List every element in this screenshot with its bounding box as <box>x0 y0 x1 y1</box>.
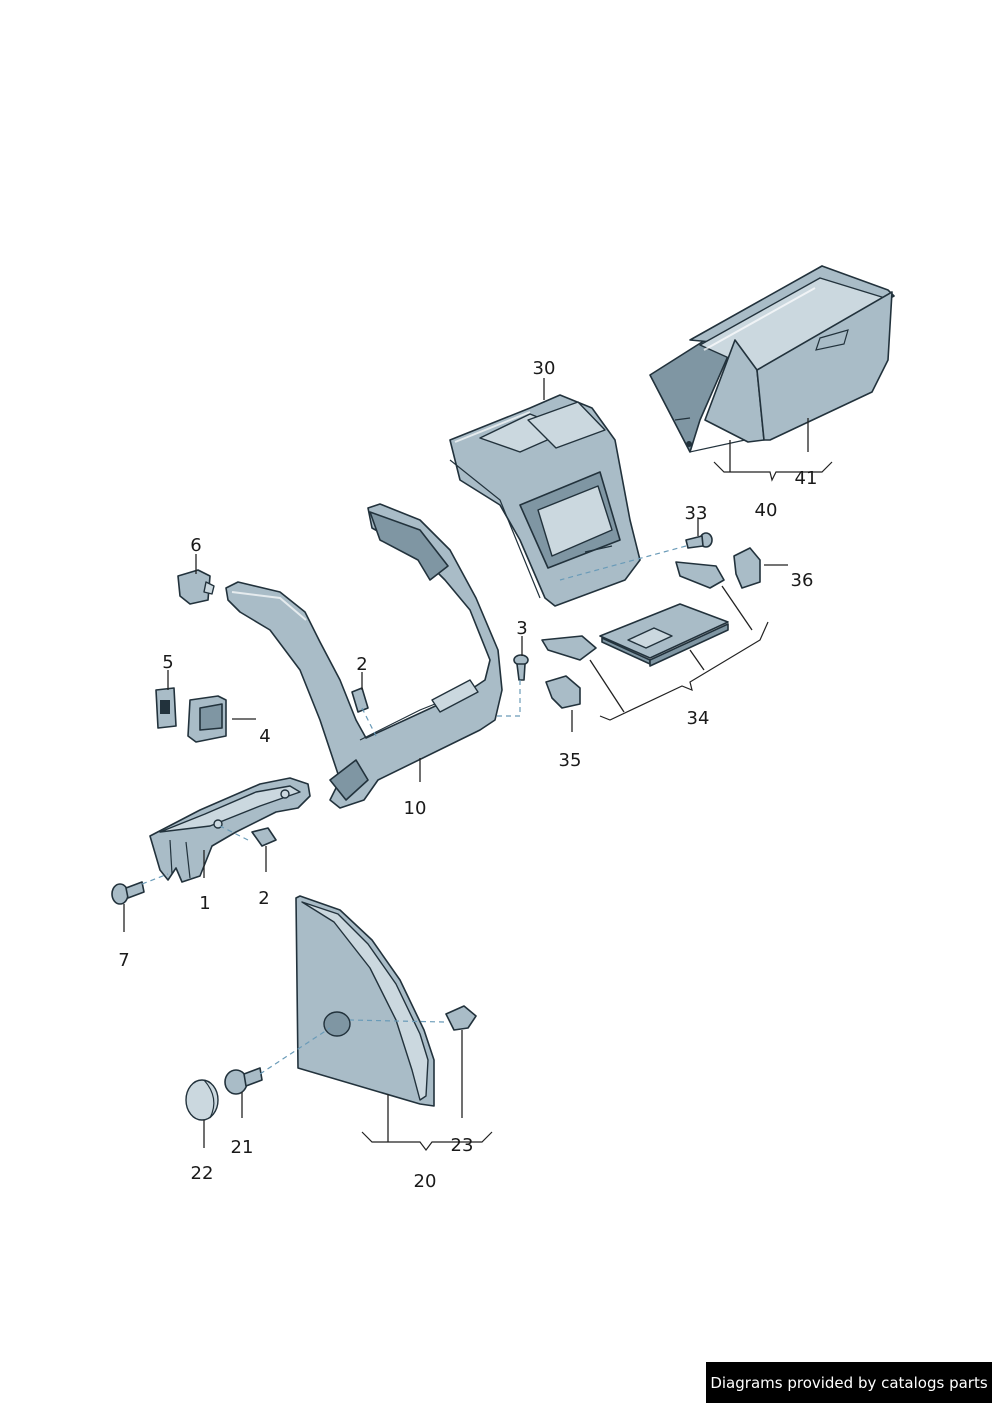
callout-40: 40 <box>755 500 778 521</box>
part-cap-22 <box>185 1079 219 1121</box>
callout-2-upper: 2 <box>356 654 367 675</box>
part-nut-2-upper <box>351 687 369 713</box>
assembly-lines <box>141 545 687 1075</box>
part-clip-6 <box>177 569 215 605</box>
callout-41: 41 <box>795 468 818 489</box>
callout-35: 35 <box>559 750 582 771</box>
part-console-side-cover <box>225 503 503 809</box>
part-cap-35 <box>545 675 581 709</box>
callout-7: 7 <box>118 950 129 971</box>
callout-22: 22 <box>191 1163 214 1184</box>
group-braces <box>361 440 833 1151</box>
leader-lines <box>123 378 809 1148</box>
callout-30: 30 <box>533 358 556 379</box>
part-glove-box <box>649 265 895 453</box>
callout-labels: 30 41 40 33 36 6 3 2 5 34 4 35 10 1 2 7 … <box>118 358 817 1192</box>
callout-23: 23 <box>451 1135 474 1156</box>
callout-4: 4 <box>259 726 270 747</box>
part-screw-21 <box>224 1067 263 1095</box>
part-screw-3 <box>513 654 529 681</box>
part-cap-36 <box>733 547 761 589</box>
callout-1: 1 <box>199 893 210 914</box>
callout-21: 21 <box>231 1137 254 1158</box>
part-side-panel <box>295 895 435 1107</box>
part-clip-4 <box>187 695 227 743</box>
part-nut-2-lower <box>251 827 277 847</box>
callout-2-lower: 2 <box>258 888 269 909</box>
callout-33: 33 <box>685 503 708 524</box>
callout-3: 3 <box>516 618 527 639</box>
credit-banner: Diagrams provided by catalogs parts <box>706 1362 992 1403</box>
callout-5: 5 <box>162 652 173 673</box>
part-console-frame <box>449 394 641 607</box>
part-clip-23 <box>445 1005 477 1031</box>
part-screw-7 <box>111 881 145 905</box>
callout-6: 6 <box>190 535 201 556</box>
part-screw-33 <box>685 532 713 549</box>
callout-10: 10 <box>404 798 427 819</box>
callout-34: 34 <box>687 708 710 729</box>
part-tray-34 <box>541 561 729 667</box>
part-bracket <box>149 777 311 883</box>
part-clip-5 <box>155 687 177 729</box>
callout-36: 36 <box>791 570 814 591</box>
callout-20: 20 <box>414 1171 437 1192</box>
